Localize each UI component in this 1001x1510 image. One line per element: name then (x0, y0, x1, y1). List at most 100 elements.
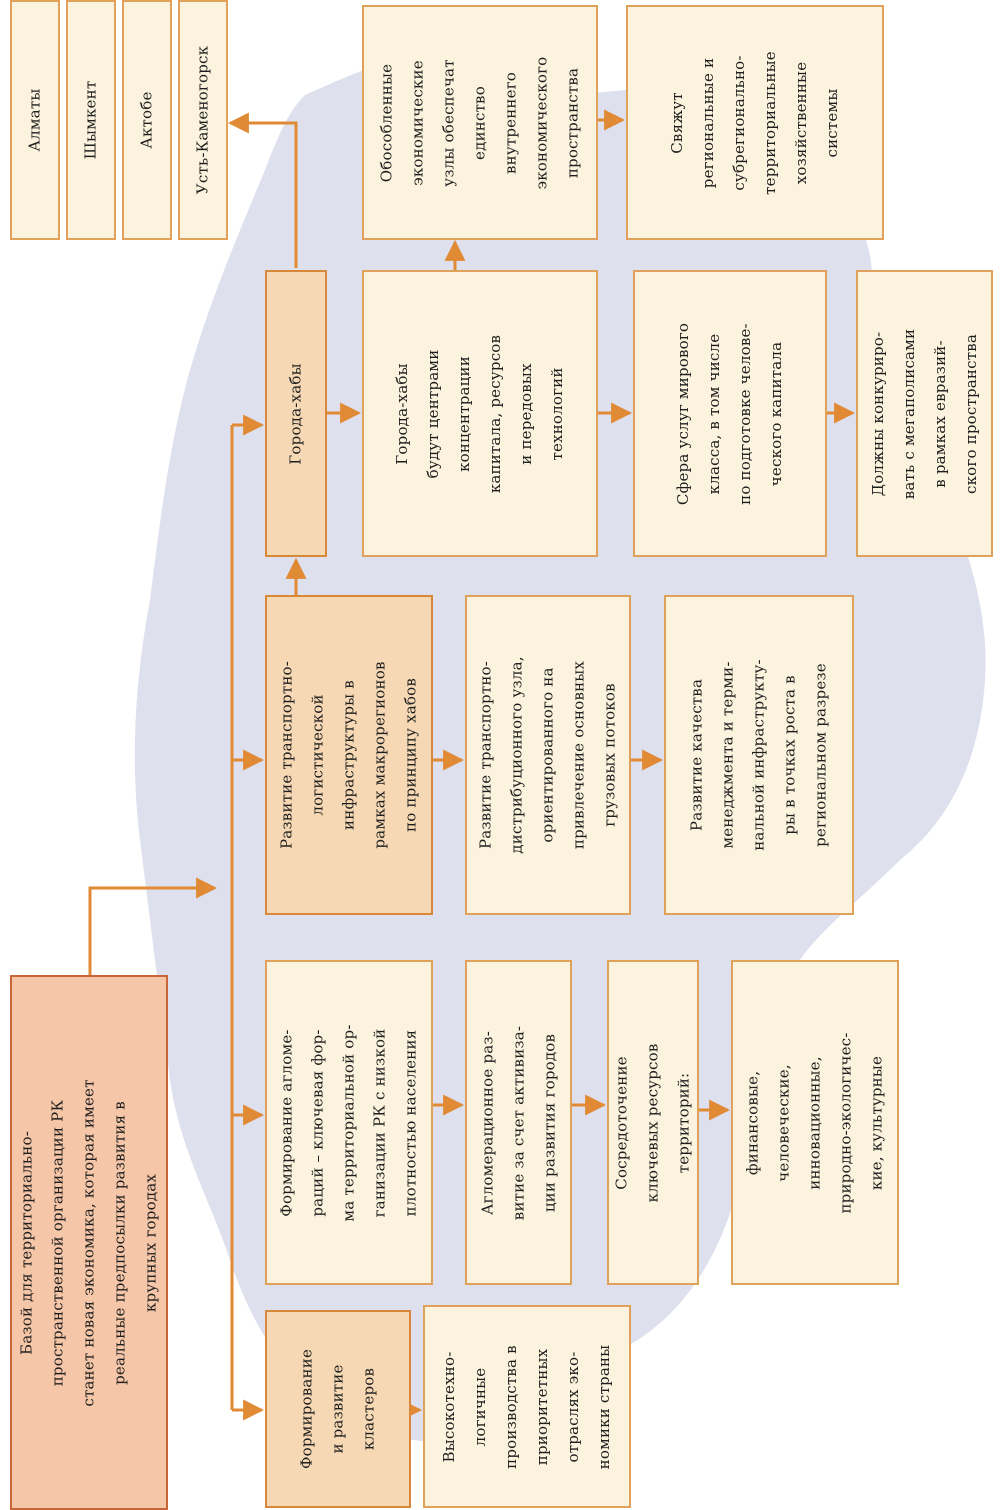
text-line: Развитие транспортно- (476, 660, 495, 850)
text-line: ключевых ресурсов (643, 1043, 662, 1202)
text-line: станет новая экономика, которая имеет (79, 1078, 98, 1407)
text-line: приоритетных (533, 1348, 551, 1465)
text-line: крупных городах (141, 1173, 160, 1312)
text-line: ма территориальной ор- (339, 1023, 358, 1222)
agglomerations-item-2-box: Сосредоточение ключевых ресурсов террито… (607, 960, 699, 1285)
city-almaty-box: Алматы (10, 0, 60, 240)
text-line: экономического (532, 56, 551, 189)
text-line: единство (470, 85, 489, 160)
city-label: Шымкент (81, 80, 100, 160)
text-line: рамках макрорегионов (370, 661, 389, 849)
text-line: ского пространства (961, 333, 980, 494)
hubs-side-1-text: Обособленные экономические узлы обеспеча… (372, 56, 589, 189)
text-line: раций – ключевая фор- (308, 1028, 327, 1217)
text-line: в рамках евразий- (930, 339, 949, 488)
text-line: Сфера услуг мирового (674, 322, 692, 505)
city-ust-kamenogorsk-box: Усть-Каменогорск (178, 0, 228, 240)
text-line: грузовых потоков (600, 683, 619, 827)
text-line: по принципу хабов (401, 678, 420, 832)
agglomerations-head-text: Формирование агломе- раций – ключевая фо… (272, 1024, 427, 1221)
text-line: региональные и (699, 57, 717, 188)
connector-root-to-trunk (88, 877, 218, 975)
text-line: вать с мегаполисами (899, 328, 918, 499)
hubs-head-box: Города-хабы (265, 270, 327, 557)
hubs-head-text: Города-хабы (281, 363, 312, 464)
text-line: номики страны (595, 1344, 613, 1469)
text-line: плотностью населения (401, 1029, 420, 1216)
text-line: ганизации РК с низкой (370, 1028, 389, 1217)
transport-item-2-box: Развитие качества менеджмента и терми- н… (664, 595, 854, 915)
city-shymkent-box: Шымкент (66, 0, 116, 240)
text-line: внутреннего (501, 71, 520, 174)
arrow-hubs-to-cities (227, 112, 298, 268)
clusters-head-box: Формирование и развитие кластеров (265, 1310, 411, 1508)
city-aktobe-label: Актобе (132, 91, 163, 148)
text-line: Должны конкуриро- (868, 331, 887, 496)
agglomerations-item-1-box: Агломерационное раз- витие за счет актив… (465, 960, 572, 1285)
hubs-side-2-text: Свяжут региональные и субрегионально- те… (662, 51, 848, 195)
text-line: Базой для территориально- (17, 1130, 36, 1355)
hubs-item-1-box: Города-хабы будут центрами концентрации … (362, 270, 598, 557)
agglomerations-item-3-box: финансовые, человеческие, инновационные,… (731, 960, 899, 1285)
city-almaty-label: Алматы (20, 89, 51, 152)
text-line: человеческие, (774, 1063, 793, 1182)
text-line: кластеров (359, 1367, 378, 1451)
hubs-item-2-text: Сфера услуг мирового класса, в том числе… (668, 322, 792, 504)
agglomerations-head-box: Формирование агломе- раций – ключевая фо… (265, 960, 433, 1285)
root-box: Базой для территориально- пространственн… (10, 975, 168, 1510)
root-text: Базой для территориально- пространственн… (12, 1079, 167, 1406)
text-line: Города-хабы (393, 362, 411, 465)
text-line: территорий: (674, 1072, 693, 1173)
text-line: экономические (408, 59, 427, 186)
clusters-head-text: Формирование и развитие кластеров (292, 1349, 385, 1469)
text-line: дистрибуционного узла, (507, 656, 526, 854)
text-line: Обособленные (377, 63, 396, 182)
text-line: и передовых (517, 362, 535, 465)
text-line: инфраструктуры в (339, 680, 358, 830)
hubs-item-3-text: Должны конкуриро- вать с мегаполисами в … (863, 328, 987, 499)
text-line: логичные (471, 1367, 489, 1446)
text-line: пространственной организации РК (48, 1099, 67, 1386)
text-line: менеджмента и терми- (718, 661, 737, 849)
city-label: Актобе (137, 91, 156, 149)
text-line: пространства (563, 67, 582, 178)
transport-item-1-box: Развитие транспортно- дистрибуционного у… (465, 595, 631, 915)
text-line: капитала, ресурсов (486, 334, 504, 493)
hubs-item-1-text: Города-хабы будут центрами концентрации … (387, 334, 573, 492)
text-line: Города-хабы (286, 362, 305, 465)
hubs-item-2-box: Сфера услуг мирового класса, в том числе… (633, 270, 827, 557)
text-line: узлы обеспечат (439, 58, 458, 187)
text-line: класса, в том числе (705, 333, 723, 494)
text-line: привлечение основных (569, 660, 588, 850)
text-line: нальной инфраструкту- (749, 659, 768, 851)
clusters-item-1-box: Высокотехно- логичные производства в при… (423, 1305, 631, 1508)
text-line: финансовые, (743, 1070, 762, 1175)
city-label: Алматы (25, 88, 44, 152)
text-line: Развитие качества (687, 678, 706, 832)
hubs-item-3-box: Должны конкуриро- вать с мегаполисами в … (856, 270, 993, 557)
text-line: концентрации (455, 355, 473, 472)
text-line: технологий (548, 366, 566, 461)
transport-head-text: Развитие транспортно- логистической инфр… (272, 661, 427, 849)
text-line: будут центрами (424, 349, 442, 478)
clusters-item-1-text: Высокотехно- логичные производства в при… (434, 1344, 620, 1469)
transport-head-box: Развитие транспортно- логистической инфр… (265, 595, 433, 915)
text-line: региональном разрезе (811, 663, 830, 847)
text-line: ры в точках роста в (780, 675, 799, 835)
transport-item-2-text: Развитие качества менеджмента и терми- н… (682, 659, 837, 851)
text-line: ческого капитала (767, 341, 785, 486)
text-line: и развитие (328, 1364, 347, 1454)
city-label: Усть-Каменогорск (193, 45, 212, 195)
text-line: Формирование агломе- (277, 1028, 296, 1217)
text-line: витие за счет активиза- (509, 1025, 527, 1220)
text-line: Сосредоточение (612, 1055, 631, 1190)
text-line: производства в (502, 1344, 520, 1469)
city-aktobe-box: Актобе (122, 0, 172, 240)
text-line: территориальные (761, 50, 779, 195)
agglomerations-item-3-text: финансовые, человеческие, инновационные,… (738, 1032, 893, 1213)
text-line: природно-экологичес- (836, 1031, 855, 1214)
text-line: Развитие транспортно- (277, 660, 296, 850)
text-line: реальные предпосылки развития в (110, 1100, 129, 1385)
text-line: ориентированного на (538, 667, 557, 843)
city-ust-kamenogorsk-label: Усть-Каменогорск (188, 46, 219, 194)
